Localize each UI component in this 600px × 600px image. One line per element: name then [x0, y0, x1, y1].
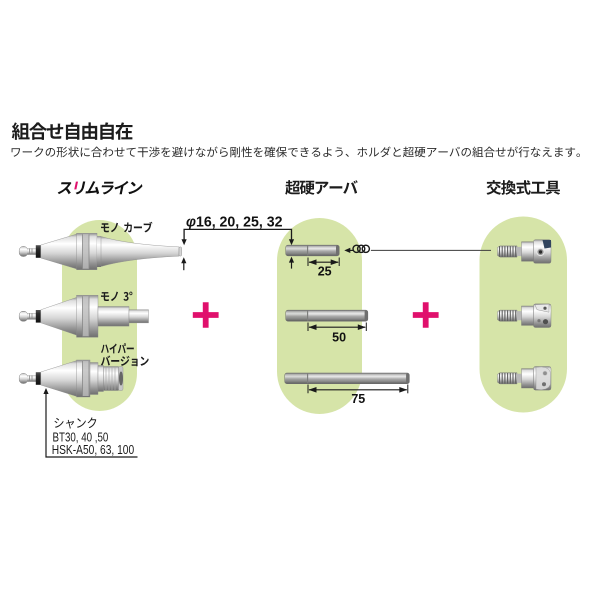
svg-text:BT30, 40 ,50: BT30, 40 ,50	[53, 430, 109, 445]
svg-text:φ16, 20, 25, 32: φ16, 20, 25, 32	[186, 215, 283, 231]
svg-text:25: 25	[318, 265, 332, 279]
svg-text:75: 75	[351, 392, 365, 406]
svg-text:HSK-A50, 63, 100: HSK-A50, 63, 100	[52, 442, 135, 457]
svg-text:50: 50	[332, 330, 346, 344]
